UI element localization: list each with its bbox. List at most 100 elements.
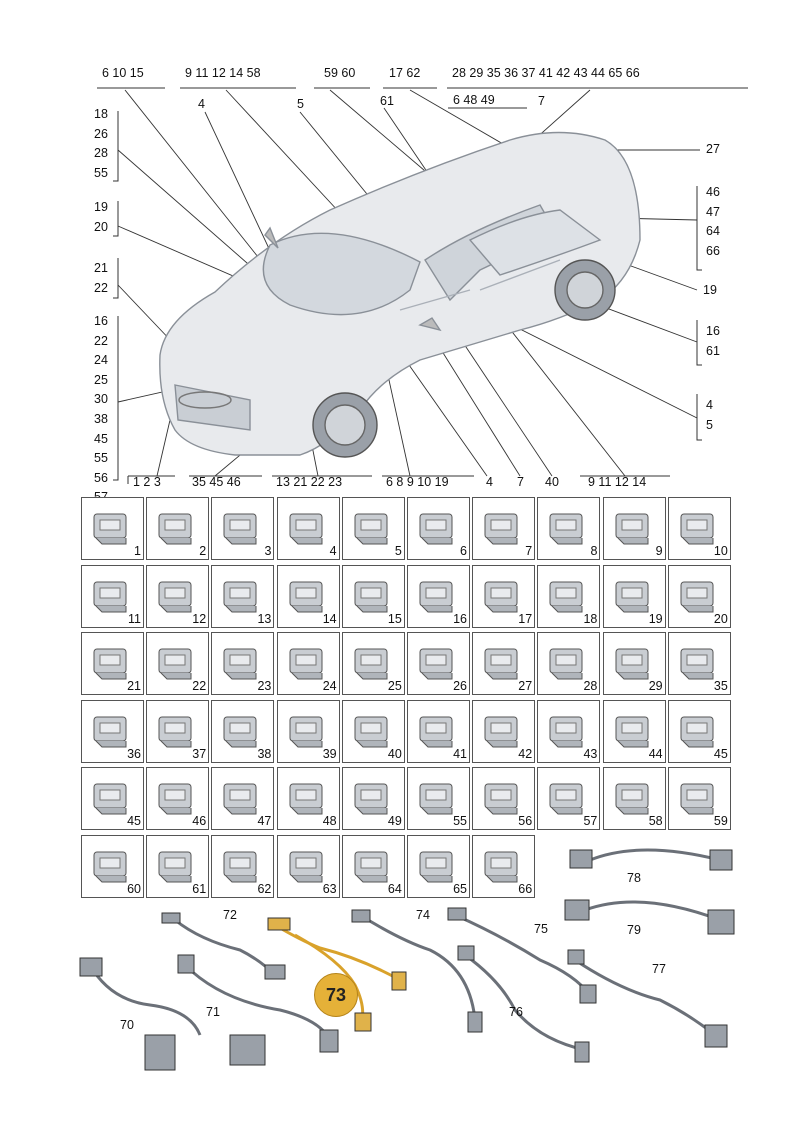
connector-icon	[419, 851, 453, 883]
connector-icon	[484, 783, 518, 815]
highlighted-part-badge[interactable]: 73	[314, 973, 358, 1017]
connector-number: 47	[257, 814, 272, 829]
harness-label: 76	[509, 1005, 523, 1019]
connector-icon	[354, 783, 388, 815]
connector-icon	[354, 716, 388, 748]
connector-cell[interactable]: 43	[537, 699, 601, 763]
connector-cell[interactable]: 28	[537, 632, 601, 696]
connector-cell[interactable]: 24	[276, 632, 340, 696]
connector-icon	[484, 648, 518, 680]
harness-label: 77	[652, 962, 666, 976]
connector-cell[interactable]: 47	[211, 767, 275, 831]
harness-label: 71	[206, 1005, 220, 1019]
connector-icon	[158, 513, 192, 545]
connector-cell[interactable]: 25	[341, 632, 405, 696]
harness-label: 74	[416, 908, 430, 922]
connector-cell[interactable]: 23	[211, 632, 275, 696]
connector-cell[interactable]: 20	[667, 564, 731, 628]
connector-cell[interactable]: 58	[602, 767, 666, 831]
connector-cell[interactable]: 62	[211, 835, 275, 898]
connector-cell[interactable]: 15	[341, 564, 405, 628]
connector-cell[interactable]: 14	[276, 564, 340, 628]
connector-cell[interactable]: 10	[667, 497, 731, 560]
connector-cell[interactable]: 18	[537, 564, 601, 628]
connector-cell[interactable]: 11	[81, 564, 144, 628]
callout-single: 5	[297, 97, 304, 111]
connector-number: 35	[713, 679, 728, 694]
connector-number: 7	[525, 544, 533, 558]
connector-cell[interactable]: 17	[472, 564, 536, 628]
connector-number: 55	[453, 814, 467, 829]
connector-cell[interactable]: 57	[537, 767, 601, 831]
connector-cell[interactable]: 44	[602, 699, 666, 763]
connector-cell[interactable]: 22	[146, 632, 210, 696]
callout-group: 59 60	[324, 66, 356, 80]
connector-cell[interactable]: 48	[276, 767, 340, 831]
connector-cell[interactable]: 6	[407, 497, 470, 560]
connector-icon	[680, 716, 714, 748]
connector-cell[interactable]: 4	[276, 497, 340, 560]
connector-cell[interactable]: 9	[602, 497, 666, 560]
connector-number: 45	[713, 746, 728, 761]
connector-icon	[615, 648, 649, 680]
connector-icon	[289, 783, 323, 815]
connector-icon	[680, 783, 714, 815]
connector-cell[interactable]: 45	[81, 767, 144, 831]
connector-cell[interactable]: 59	[667, 767, 731, 831]
connector-cell[interactable]: 39	[276, 699, 340, 763]
connector-cell[interactable]: 61	[146, 835, 210, 898]
connector-number: 56	[518, 814, 533, 829]
connector-number: 59	[713, 814, 728, 829]
connector-cell[interactable]: 16	[407, 564, 470, 628]
connector-cell[interactable]: 66	[472, 835, 536, 898]
connector-cell[interactable]: 49	[341, 767, 405, 831]
connector-cell[interactable]: 38	[211, 699, 275, 763]
connector-number: 18	[583, 611, 598, 626]
callout-single: 4	[486, 475, 493, 489]
connector-icon	[419, 513, 453, 545]
connector-cell[interactable]: 1	[81, 497, 144, 560]
connector-cell[interactable]: 60	[81, 835, 144, 898]
connector-cell[interactable]: 7	[472, 497, 536, 560]
connector-number: 40	[387, 746, 402, 761]
connector-cell[interactable]: 40	[341, 699, 405, 763]
connector-cell[interactable]: 65	[407, 835, 470, 898]
connector-cell[interactable]: 37	[146, 699, 210, 763]
connector-icon	[223, 783, 257, 815]
connector-cell[interactable]: 35	[667, 632, 731, 696]
connector-cell[interactable]: 63	[276, 835, 340, 898]
connector-cell[interactable]: 5	[341, 497, 405, 560]
connector-number: 8	[590, 544, 598, 558]
connector-cell[interactable]: 42	[472, 699, 536, 763]
connector-cell[interactable]: 56	[472, 767, 536, 831]
connector-cell[interactable]: 64	[341, 835, 405, 898]
connector-cell[interactable]: 12	[146, 564, 210, 628]
connector-cell[interactable]: 13	[211, 564, 275, 628]
connector-cell[interactable]: 55	[407, 767, 470, 831]
connector-cell[interactable]: 45	[667, 699, 731, 763]
connector-number: 41	[453, 746, 467, 761]
connector-number: 25	[387, 679, 402, 694]
connector-cell[interactable]: 19	[602, 564, 666, 628]
connector-icon	[93, 851, 127, 883]
connector-icon	[419, 783, 453, 815]
connector-cell[interactable]: 46	[146, 767, 210, 831]
connector-cell[interactable]: 8	[537, 497, 601, 560]
connector-cell[interactable]: 21	[81, 632, 144, 696]
connector-cell[interactable]: 41	[407, 699, 470, 763]
connector-icon	[680, 581, 714, 613]
connector-icon	[289, 513, 323, 545]
connector-cell[interactable]: 26	[407, 632, 470, 696]
callout-group: 1 2 3	[133, 475, 161, 489]
connector-cell[interactable]: 27	[472, 632, 536, 696]
connector-number: 3	[264, 544, 272, 558]
connector-cell[interactable]: 36	[81, 699, 144, 763]
harness-label: 78	[627, 871, 641, 885]
connector-cell[interactable]: 3	[211, 497, 275, 560]
connector-cell[interactable]: 29	[602, 632, 666, 696]
car-illustration	[159, 131, 641, 458]
connector-cell[interactable]: 2	[146, 497, 210, 560]
